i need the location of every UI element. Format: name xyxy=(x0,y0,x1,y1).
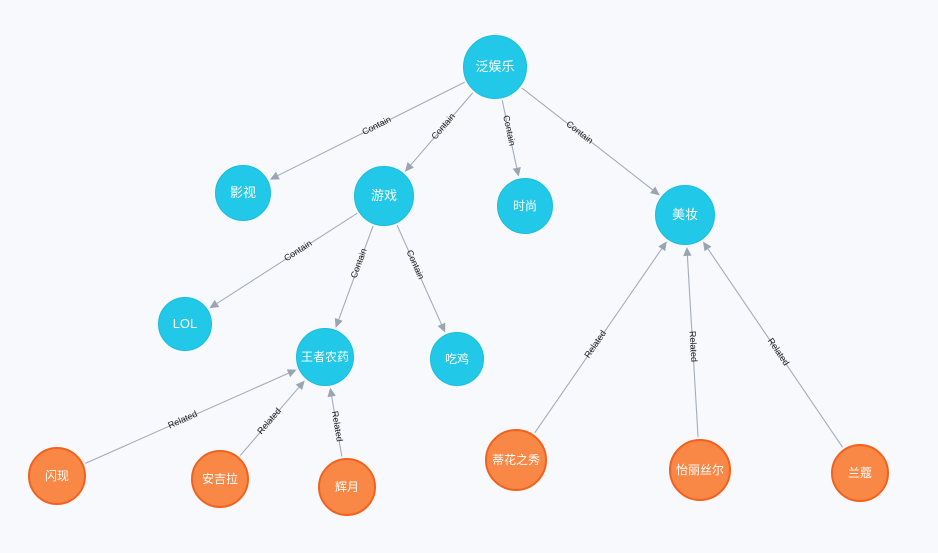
graph-edge-arrowhead xyxy=(437,322,446,333)
graph-node-label: 王者农药 xyxy=(300,349,349,364)
graph-node-shishang[interactable]: 时尚 xyxy=(497,178,553,234)
graph-edge xyxy=(331,396,343,457)
graph-node-label: 时尚 xyxy=(512,198,537,213)
graph-node-label: 怡丽丝尔 xyxy=(675,462,724,477)
graph-edge-label: Related xyxy=(255,406,283,436)
graph-edge-label: Related xyxy=(330,410,345,442)
graph-edge-arrowhead xyxy=(327,387,336,398)
graph-edge xyxy=(338,225,374,320)
graph-node-anjila[interactable]: 安吉拉 xyxy=(191,450,249,508)
graph-node-label: 影视 xyxy=(229,185,256,201)
graph-node-wangzhe[interactable]: 王者农药 xyxy=(296,328,354,386)
graph-edge-arrowhead xyxy=(295,380,305,391)
graph-edge-label: Related xyxy=(687,331,699,363)
graph-edge xyxy=(277,81,465,177)
graph-edge-label: Contain xyxy=(564,119,595,146)
graph-node-label: 闪现 xyxy=(44,468,69,483)
graph-edge xyxy=(410,92,474,166)
graph-edge-label: Related xyxy=(582,329,608,360)
graph-node-panyule[interactable]: 泛娱乐 xyxy=(463,35,527,99)
graph-edge-arrowhead xyxy=(404,162,414,172)
graph-edge xyxy=(707,248,844,448)
graph-node-label: 辉月 xyxy=(334,479,359,494)
graph-edge-arrowhead xyxy=(209,299,220,309)
graph-edge-arrowhead xyxy=(650,186,660,196)
graph-edge xyxy=(521,87,653,191)
graph-node-dihua[interactable]: 蒂花之秀 xyxy=(485,429,547,491)
graph-edge-label: Contain xyxy=(429,111,457,141)
graph-node-yilisier[interactable]: 怡丽丝尔 xyxy=(669,439,731,501)
graph-edge-arrowhead xyxy=(702,241,712,252)
graph-node-lankou[interactable]: 兰蔻 xyxy=(831,444,889,502)
graph-edge xyxy=(396,224,442,325)
graph-edge-arrowhead xyxy=(269,171,280,180)
graph-edge-arrowhead xyxy=(286,369,297,378)
graph-edge-arrowhead xyxy=(683,246,692,257)
graph-node-label: 泛娱乐 xyxy=(475,59,515,75)
graph-edge-label: Related xyxy=(766,336,792,367)
graph-edge xyxy=(216,212,358,304)
graph-edge-label: Contain xyxy=(360,114,392,137)
graph-node-shanxian[interactable]: 闪现 xyxy=(28,447,86,505)
graph-edge xyxy=(686,255,699,438)
graph-node-label: 蒂花之秀 xyxy=(491,452,540,467)
graph-edge-arrowhead xyxy=(334,317,343,328)
graph-node-label: LOL xyxy=(172,316,198,332)
graph-node-meizhuang[interactable]: 美妆 xyxy=(655,185,715,245)
graph-edge-label: Contain xyxy=(501,114,517,146)
graph-edge-label: Related xyxy=(166,409,198,431)
graph-node-label: 游戏 xyxy=(370,188,397,204)
graph-edge xyxy=(239,386,300,456)
graph-node-lol[interactable]: LOL xyxy=(158,297,212,351)
graph-node-chiji[interactable]: 吃鸡 xyxy=(430,332,484,386)
graph-edge xyxy=(534,248,663,434)
graph-node-label: 吃鸡 xyxy=(444,351,469,366)
graph-node-youxi[interactable]: 游戏 xyxy=(354,166,414,226)
graph-node-label: 安吉拉 xyxy=(201,471,238,486)
graph-edge-arrowhead xyxy=(512,166,521,177)
graph-edge xyxy=(501,100,518,168)
graph-node-label: 兰蔻 xyxy=(847,465,872,480)
graph-edge xyxy=(85,372,289,464)
graph-node-label: 美妆 xyxy=(671,207,698,223)
graph-edge-label: Contain xyxy=(404,248,426,280)
graph-edge-arrowhead xyxy=(658,241,667,252)
graph-edge-label: Contain xyxy=(349,247,369,280)
graph-edge-label: Contain xyxy=(282,238,314,263)
graph-node-huiyue[interactable]: 辉月 xyxy=(318,458,376,516)
graph-node-yingshi[interactable]: 影视 xyxy=(215,165,271,221)
